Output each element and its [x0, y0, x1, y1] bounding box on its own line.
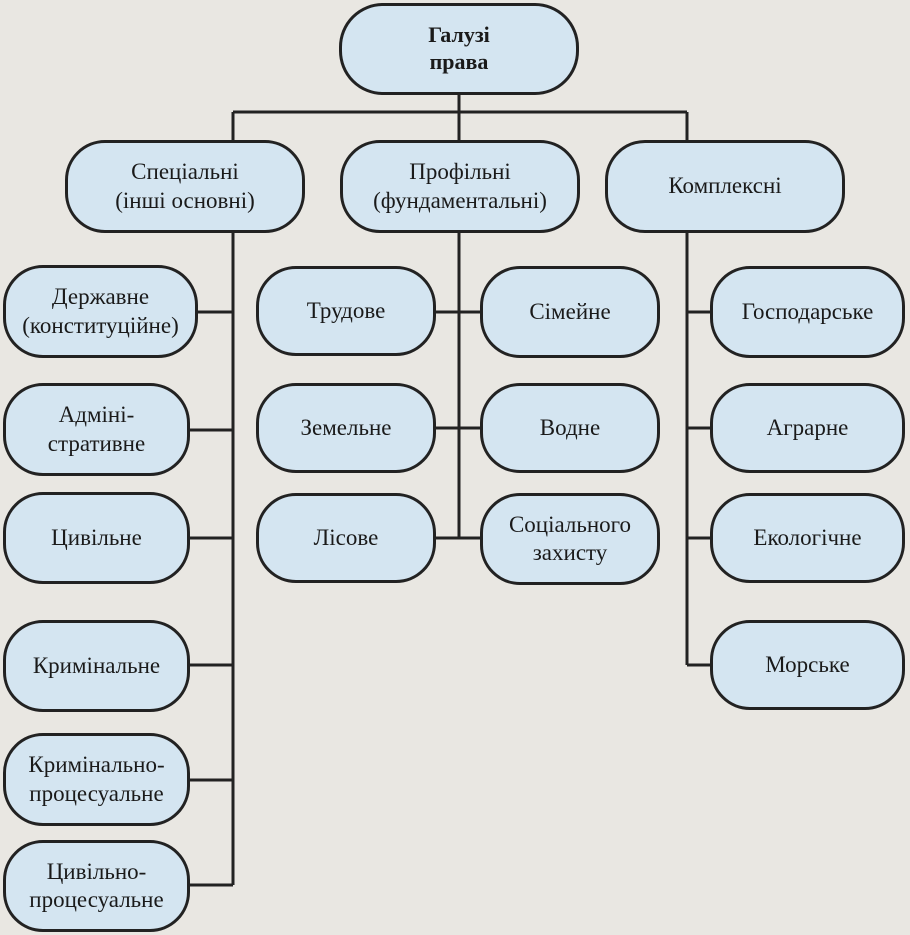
category-special: Спеціальні (інші основні) — [65, 140, 305, 233]
special-item: Державне (конституційне) — [3, 265, 198, 358]
special-item: Адміні- стративне — [3, 383, 190, 476]
profile-item-left: Трудове — [256, 266, 436, 356]
special-item: Кримінальне — [3, 620, 190, 712]
profile-item-right: Водне — [480, 383, 660, 473]
complex-item: Морське — [710, 620, 905, 710]
special-item: Цивільно- процесуальне — [3, 840, 190, 932]
profile-item-right: Сімейне — [480, 266, 660, 358]
root-node: Галузі права — [339, 3, 579, 95]
complex-item: Аграрне — [710, 383, 905, 473]
profile-item-left: Земельне — [256, 383, 436, 473]
category-profile: Профільні (фундаментальні) — [340, 140, 580, 233]
category-complex: Комплексні — [605, 140, 845, 233]
profile-item-right: Соціального захисту — [480, 493, 660, 585]
complex-item: Господарське — [710, 266, 905, 358]
special-item: Кримінально- процесуальне — [3, 733, 190, 826]
profile-item-left: Лісове — [256, 493, 436, 583]
complex-item: Екологічне — [710, 493, 905, 583]
special-item: Цивільне — [3, 492, 190, 584]
